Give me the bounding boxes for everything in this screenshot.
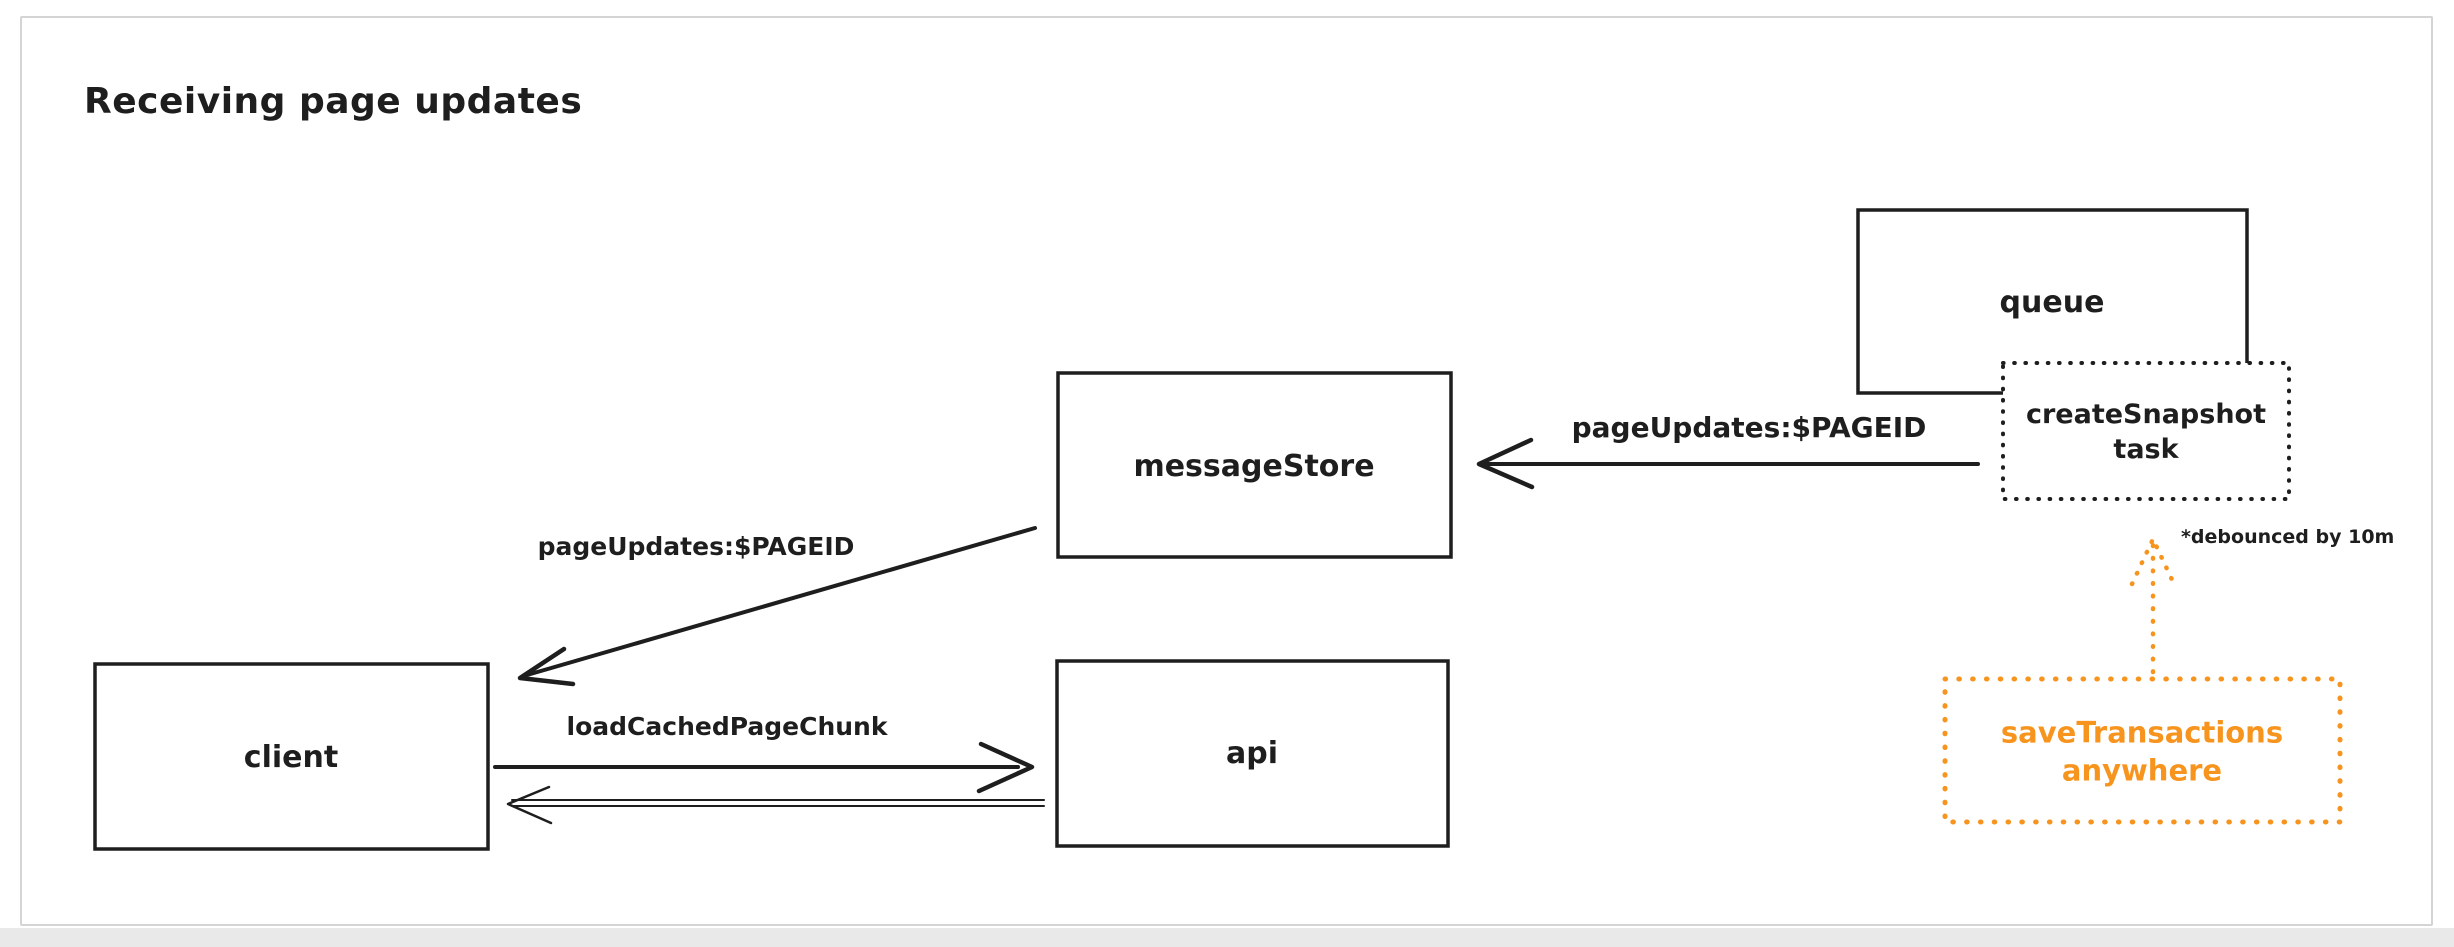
save-transactions-label-line2: anywhere [2061, 753, 2223, 787]
save-transactions-label: saveTransactions anywhere [2001, 714, 2283, 789]
create-snapshot-task-label: createSnapshot task [2026, 397, 2266, 467]
client-box [93, 662, 490, 851]
arrow-create-snapshot-to-message-store [1476, 437, 1980, 490]
edge-label-load-cached-page-chunk: loadCachedPageChunk [566, 712, 888, 741]
page-bottom-strip [0, 928, 2454, 947]
api-label: api [1225, 736, 1279, 771]
arrow-client-to-api [493, 741, 1035, 794]
api-box [1055, 659, 1450, 848]
create-snapshot-task-box [2001, 361, 2291, 501]
message-store-label: messageStore [1133, 449, 1375, 484]
arrow-api-to-client-return [506, 785, 1045, 825]
create-snapshot-task-label-line2: task [2113, 434, 2179, 465]
arrow-save-transactions-to-create-snapshot [2129, 536, 2177, 675]
diagram-title: Receiving page updates [84, 81, 583, 122]
arrow-message-store-to-client [517, 526, 1037, 687]
create-snapshot-task-label-line1: createSnapshot [2025, 398, 2267, 430]
edge-label-page-updates-top: pageUpdates:$PAGEID [1571, 411, 1927, 445]
message-store-box [1056, 371, 1453, 559]
debounce-note: *debounced by 10m [2181, 526, 2395, 548]
edge-label-page-updates-diagonal: pageUpdates:$PAGEID [537, 532, 855, 561]
client-label: client [243, 740, 339, 775]
save-transactions-label-line1: saveTransactions [2000, 715, 2284, 750]
queue-label: queue [1999, 285, 2105, 320]
